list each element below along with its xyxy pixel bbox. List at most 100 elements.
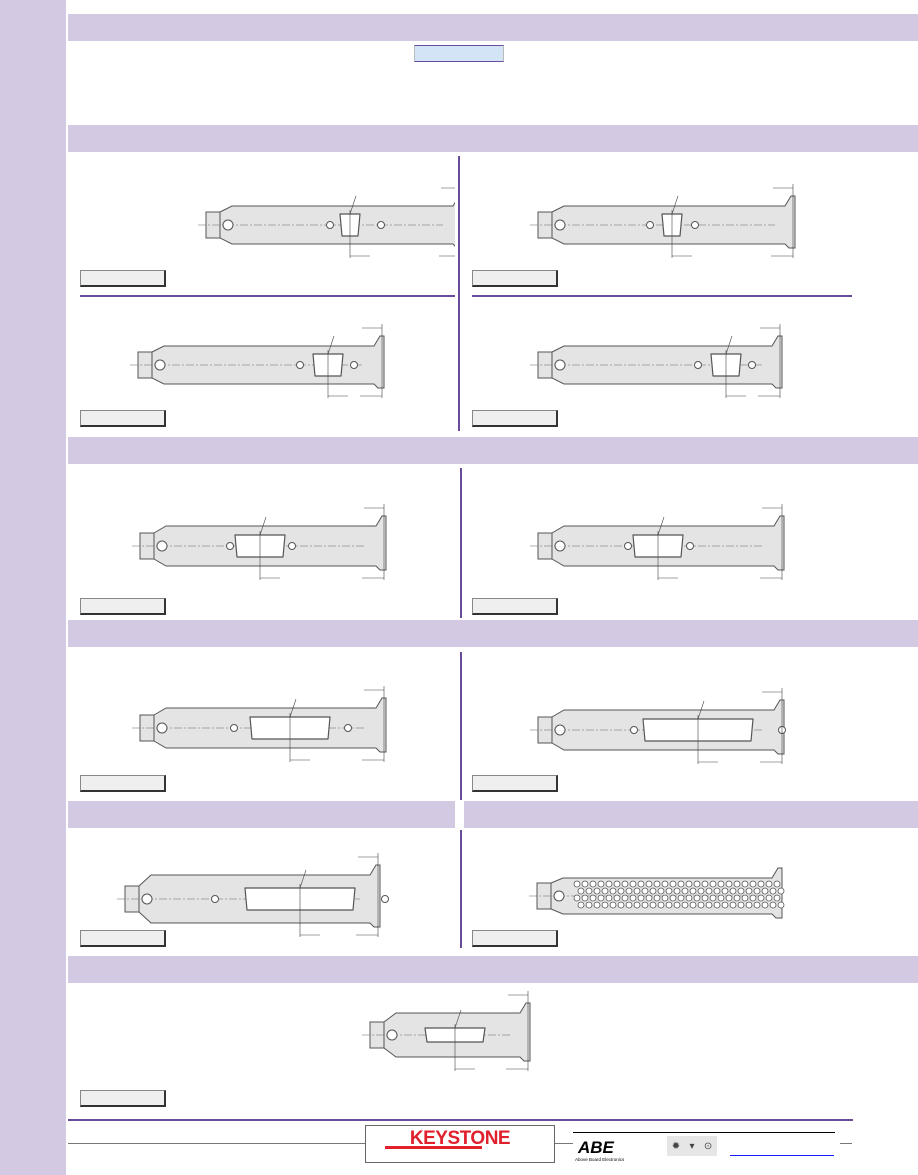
section-band-5 [68,956,918,983]
svg-text:ABE: ABE [577,1138,615,1157]
vent-hole [753,887,761,895]
vent-hole [573,894,581,902]
leader-line [349,195,357,215]
vent-hole [689,887,697,895]
vent-hole [741,880,749,888]
vent-hole [633,901,641,909]
footer-line [573,1132,835,1133]
part-number-label [80,930,166,947]
vent-hole [649,901,657,909]
screw-hole [226,542,234,550]
cart-icon[interactable]: ▾ [689,1140,695,1152]
screw-hole [691,221,699,229]
vent-hole [585,901,593,909]
leader-line [327,335,335,355]
vent-hole [621,894,629,902]
vent-hole [773,880,781,888]
bracket-body [219,201,455,247]
section-band-4b [464,801,918,828]
vent-hole [765,880,773,888]
vent-hole [589,880,597,888]
vent-hole [693,880,701,888]
screw-hole [377,221,385,229]
bracket-drawing [132,504,387,580]
check-circle-icon[interactable]: ⊙ [703,1140,713,1152]
vent-hole [721,901,729,909]
leader-line [725,335,733,355]
part-number-label [80,598,166,615]
vent-hole [721,887,729,895]
vent-hole [625,887,633,895]
vent-hole [629,880,637,888]
mount-hole [386,1029,398,1041]
vent-hole [677,880,685,888]
bracket-drawing [530,184,796,258]
bracket-drawing [530,688,786,764]
screw-hole [350,361,358,369]
vent-hole [633,887,641,895]
vent-hole [681,887,689,895]
part-number-label [472,410,558,427]
vent-hole [761,887,769,895]
mount-hole [222,219,234,231]
keystone-logo-box[interactable]: KEYSTONE [365,1125,555,1163]
vent-hole [693,894,701,902]
bracket-drawing-panel [70,985,918,1110]
mount-hole [554,724,566,736]
vent-hole [597,880,605,888]
screw-hole [748,361,756,369]
bracket-drawing [362,991,531,1071]
leader-line [259,516,267,536]
bracket-drawing-panel [462,302,918,430]
leader-line [697,700,705,720]
abe-logo[interactable]: ABE Above Board Electronics, Inc. [574,1134,634,1164]
vent-hole [669,880,677,888]
section-band-2 [68,437,918,464]
vent-hole [641,901,649,909]
vent-hole [629,894,637,902]
column-divider [460,468,462,618]
vent-hole [645,880,653,888]
vent-hole [709,880,717,888]
svg-text:Above Board Electronics, Inc.: Above Board Electronics, Inc. [575,1157,624,1162]
vent-hole [613,894,621,902]
bracket-drawing-panel [70,160,455,290]
bracket-drawing [117,853,389,937]
footer-icon-group: ✹ ▾ ⊙ [667,1136,717,1156]
screw-hole [211,895,219,903]
leader-line [454,1009,462,1029]
vent-hole [701,894,709,902]
vent-hole [701,880,709,888]
vent-hole [777,901,785,909]
bracket-drawing [530,504,785,580]
footer-rule [68,1119,853,1121]
vent-hole [689,901,697,909]
vent-hole [593,887,601,895]
footer-link[interactable] [730,1155,834,1156]
vent-hole [609,887,617,895]
column-divider [460,830,462,948]
vent-hole [609,901,617,909]
vent-hole [653,894,661,902]
vent-hole [705,901,713,909]
svg-text:KEYSTONE: KEYSTONE [410,1128,510,1149]
vent-hole [717,880,725,888]
mount-hole [554,219,566,231]
vent-hole [665,887,673,895]
vent-hole [673,887,681,895]
vent-hole [725,894,733,902]
vent-hole [713,901,721,909]
bracket-drawing [529,867,785,919]
bracket-drawing [130,324,385,398]
vent-hole [621,880,629,888]
leader-line [657,516,665,536]
part-number-label [80,1090,166,1107]
gear-icon[interactable]: ✹ [671,1140,681,1152]
bracket-body [151,335,385,389]
vent-hole [745,901,753,909]
leader-line [671,195,679,215]
vent-hole [589,894,597,902]
vent-hole [665,901,673,909]
vent-hole [733,894,741,902]
section-band-header [68,14,918,41]
